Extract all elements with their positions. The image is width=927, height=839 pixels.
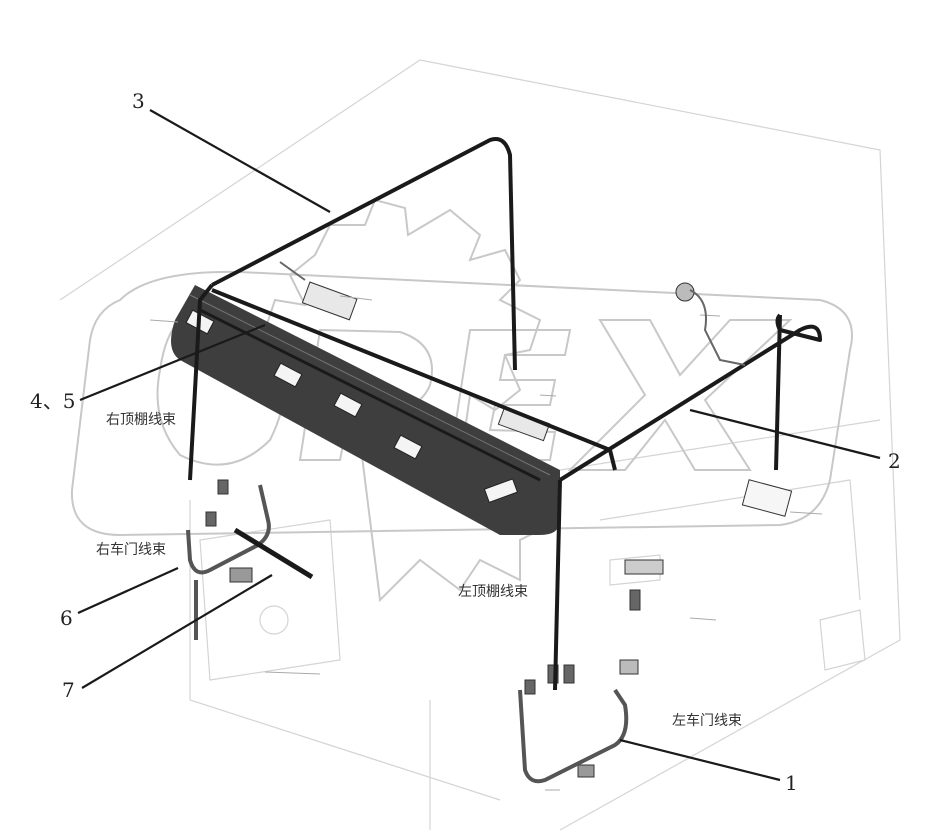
callout-1: 1	[785, 771, 798, 795]
leader-1	[619, 738, 781, 782]
rear-lamp	[741, 479, 793, 517]
antenna-icon	[675, 282, 695, 302]
callout-7: 7	[62, 678, 75, 702]
harness-7	[233, 527, 314, 580]
leader-2	[689, 408, 881, 460]
connector-d	[524, 679, 536, 695]
callout-3: 3	[132, 89, 145, 113]
harness-45	[199, 308, 541, 482]
micro-labels	[149, 295, 823, 791]
dome-light-right	[301, 281, 358, 321]
window-motor	[624, 559, 664, 575]
callout-2: 2	[888, 449, 901, 473]
leader-6	[77, 566, 179, 615]
lock-actuator	[619, 659, 639, 675]
door-switch-right	[229, 567, 253, 583]
label-left-door-harness: 左车门线束	[672, 712, 742, 729]
door-switch-left	[577, 764, 595, 778]
roof-panel	[171, 285, 560, 535]
label-right-door-harness: 右车门线束	[96, 541, 166, 558]
antenna-cable	[279, 261, 746, 366]
callout-6: 6	[60, 606, 73, 630]
harness-1-left-door	[518, 688, 629, 784]
lamp-box-5	[483, 478, 519, 504]
callout-4-5: 4、5	[30, 389, 75, 413]
leader-45	[79, 323, 266, 402]
lamp-box-3	[333, 392, 363, 418]
components	[205, 281, 793, 778]
lamp-box-2	[273, 362, 303, 388]
leader-lines	[77, 109, 881, 782]
connector-c	[563, 664, 575, 684]
connector-e	[217, 479, 229, 495]
connector-f	[205, 511, 217, 527]
connector-b	[547, 664, 559, 684]
leader-3	[149, 109, 331, 213]
label-left-roof-harness: 左顶棚线束	[458, 584, 528, 600]
harness-2	[553, 313, 822, 691]
harness-6-right-door	[186, 484, 271, 640]
label-right-roof-harness: 右顶棚线束	[106, 412, 176, 428]
connector-a	[629, 589, 641, 611]
leader-7	[81, 574, 273, 689]
lamp-box-4	[393, 434, 423, 460]
